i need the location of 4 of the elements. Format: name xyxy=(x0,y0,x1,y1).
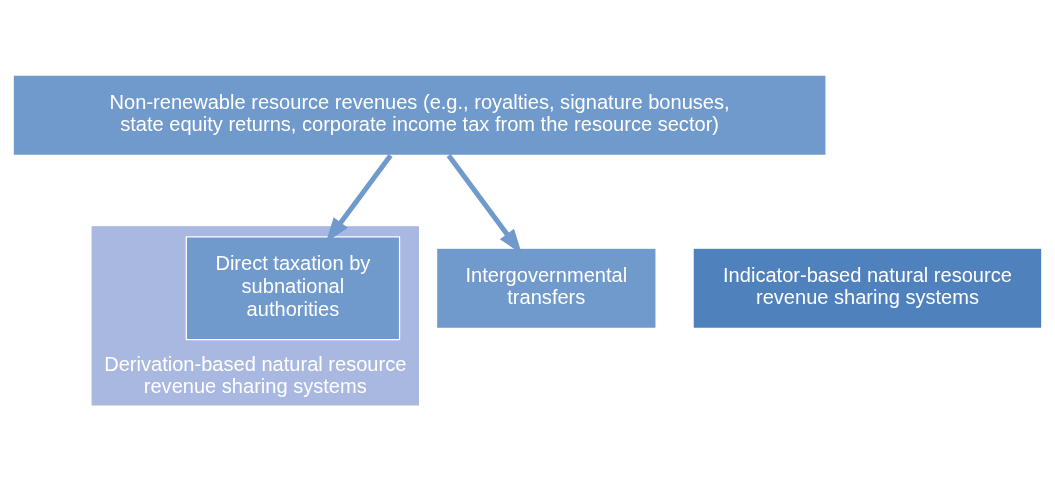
node-box: Non-renewable resource revenues (e.g., royalties, signature bonuses, state equity returns, corporate income tax from the resource sector) xyxy=(12,74,827,156)
node-box: Direct taxation by subnational authorities xyxy=(185,236,401,341)
node-box: Intergovernmental transfers xyxy=(435,247,657,330)
node-box: Indicator-based natural resource revenue sharing systems xyxy=(692,247,1043,330)
